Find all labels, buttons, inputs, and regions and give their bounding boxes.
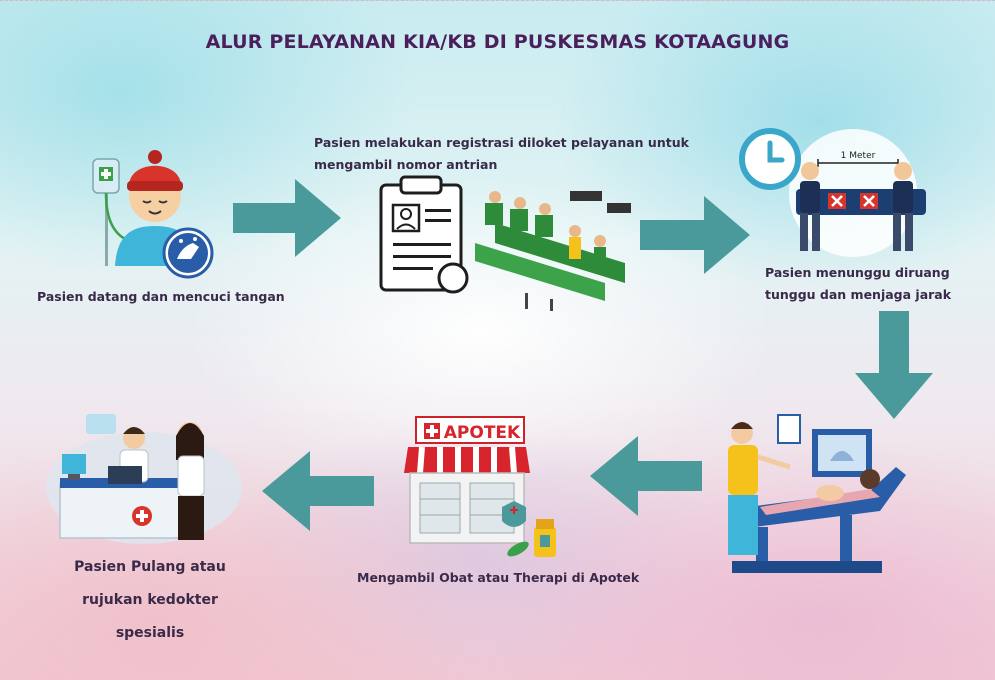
x-mark-icon (860, 193, 878, 209)
hand-wash-icon (162, 227, 214, 279)
step6-label: Pasien Pulang atau rujukan kedokter spes… (50, 551, 250, 650)
step2-label-line2: mengambil nomor antrian (314, 156, 498, 172)
medical-cross-icon (424, 423, 440, 439)
right-arrow-icon (233, 179, 341, 257)
step3-label-line2: tunggu dan menjaga jarak (765, 286, 952, 302)
left-arrow-icon (590, 436, 702, 516)
registration-counter (475, 191, 631, 311)
down-arrow-icon (855, 311, 933, 419)
right-arrow-icon (640, 196, 750, 274)
step3-label-line1: Pasien menunggu diruang (765, 265, 950, 280)
patient-handwash-illustration (92, 150, 214, 279)
step2-label: Pasien melakukan registrasi diloket pela… (314, 132, 689, 176)
left-arrow-icon (262, 451, 374, 531)
step6-label-line2: rujukan kedokter spesialis (82, 591, 218, 641)
step6-label-line1: Pasien Pulang atau (74, 559, 226, 575)
ultrasound-exam-illustration (728, 414, 906, 573)
store-sign: APOTEK (444, 423, 521, 443)
pharmacy-illustration: APOTEK (404, 416, 556, 557)
step2-label-line1: Pasien melakukan registrasi diloket pela… (314, 135, 689, 150)
poster-title: ALUR PELAYANAN KIA/KB DI PUSKESMAS KOTAA… (205, 31, 790, 53)
clock-icon (739, 128, 801, 190)
distance-sign: 1 Meter (841, 151, 876, 161)
checkout-illustration (46, 414, 242, 544)
registration-illustration (379, 175, 631, 311)
waiting-distance-illustration: 1 Meter (739, 128, 926, 257)
step1-label: Pasien datang dan mencuci tangan (37, 289, 285, 304)
step3-label: Pasien menunggu diruang tunggu dan menja… (765, 262, 951, 306)
step5-label: Mengambil Obat atau Therapi di Apotek (357, 570, 640, 585)
clipboard-icon (379, 175, 469, 294)
x-mark-icon (828, 193, 846, 209)
